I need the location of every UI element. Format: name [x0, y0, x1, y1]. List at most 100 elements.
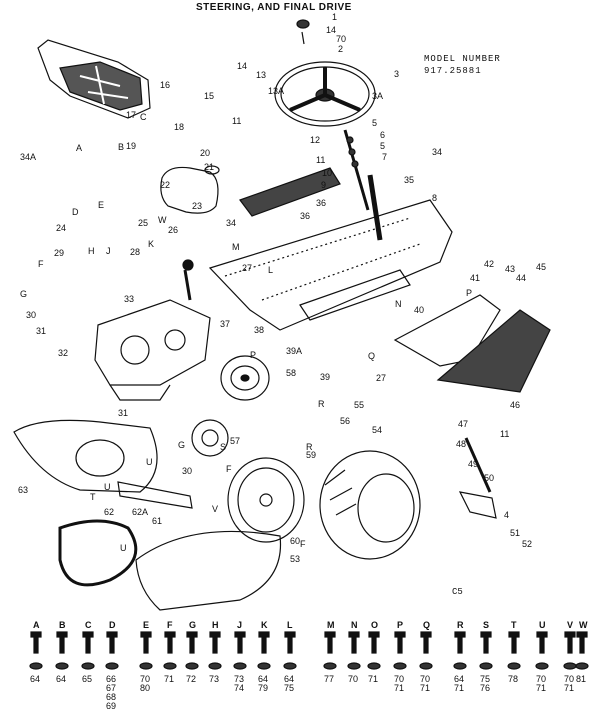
part-callout: R	[306, 442, 313, 452]
part-callout: 34	[432, 147, 442, 157]
hardware-part-number: 78	[508, 674, 518, 684]
nut-icon	[507, 662, 521, 670]
bracket-drawing	[117, 481, 193, 509]
part-callout: 63	[18, 485, 28, 495]
hardware-letter: V	[567, 620, 573, 630]
hardware-letter: T	[511, 620, 517, 630]
nut-icon	[535, 662, 549, 670]
part-callout: 22	[160, 180, 170, 190]
nut-icon	[563, 662, 577, 670]
part-callout: D	[72, 207, 79, 217]
part-callout: 11	[232, 116, 241, 126]
part-callout: 12	[310, 135, 320, 145]
hardware-part-number: 72	[186, 674, 196, 684]
part-callout: 58	[286, 368, 296, 378]
hardware-item: N70	[347, 620, 361, 684]
part-callout: 59	[306, 450, 316, 460]
hardware-item: O71	[367, 620, 381, 684]
bolt-icon	[234, 631, 246, 638]
hardware-part-number: 70	[564, 674, 574, 684]
bolt-icon	[368, 631, 380, 638]
hardware-part-number: 70	[420, 674, 430, 684]
part-callout: 17	[126, 110, 136, 120]
hardware-letter: O	[371, 620, 378, 630]
nut-icon	[105, 662, 119, 670]
part-callout: N	[395, 299, 402, 309]
part-callout: 18	[174, 122, 184, 132]
hardware-part-number: 73	[209, 674, 219, 684]
part-callout: 36	[316, 198, 326, 208]
hardware-letter: S	[483, 620, 489, 630]
part-callout: G	[20, 289, 27, 299]
part-callout: 30	[26, 310, 36, 320]
part-callout: 47	[458, 419, 468, 429]
part-callout: 25	[138, 218, 148, 228]
part-callout: P	[466, 288, 472, 298]
bolt-icon	[82, 631, 94, 638]
bolt-icon	[576, 631, 588, 638]
part-callout: U	[104, 482, 111, 492]
part-callout: 16	[160, 80, 170, 90]
frame-drawing	[208, 199, 453, 331]
hardware-item: F71	[163, 620, 177, 684]
part-callout: 45	[536, 262, 546, 272]
hardware-letter: P	[397, 620, 403, 630]
hardware-part-number: 70	[394, 674, 404, 684]
hardware-item: A 64	[29, 620, 43, 684]
drive-belt-drawing	[58, 519, 138, 587]
bolt-icon	[454, 631, 466, 638]
hardware-letter: A	[33, 620, 40, 630]
hardware-part-number: 70	[140, 674, 150, 684]
hardware-letter: M	[327, 620, 335, 630]
steering-column-drawing	[343, 129, 383, 241]
part-callout: 30	[182, 466, 192, 476]
steering-wheel-drawing	[274, 19, 376, 127]
part-callout: 54	[372, 425, 382, 435]
part-callout: E	[98, 200, 104, 210]
part-callout: F	[38, 259, 44, 269]
bolt-icon	[30, 631, 42, 638]
nut-icon	[419, 662, 433, 670]
part-callout: 33	[124, 294, 134, 304]
part-callout: 9	[321, 180, 326, 190]
hardware-part-number: 71	[454, 683, 464, 693]
bolt-icon	[164, 631, 176, 638]
part-callout: P	[250, 350, 256, 360]
part-callout: 8	[432, 193, 437, 203]
part-callout: B	[118, 142, 124, 152]
hardware-letter: L	[287, 620, 293, 630]
part-callout: F	[300, 539, 306, 549]
wheel-rim-drawing	[227, 457, 305, 543]
fuel-tank-drawing	[160, 165, 220, 214]
part-callout: F	[226, 464, 232, 474]
hardware-letter: B	[59, 620, 66, 630]
part-callout: 13A	[268, 86, 284, 96]
hardware-part-number: 71	[536, 683, 546, 693]
part-callout: 19	[126, 141, 136, 151]
part-callout: M	[232, 242, 240, 252]
part-callout: 37	[220, 319, 230, 329]
part-callout: 51	[510, 528, 520, 538]
nut-icon	[257, 662, 271, 670]
nut-icon	[283, 662, 297, 670]
hardware-part-number: 64	[30, 674, 40, 684]
part-callout: 53	[290, 554, 300, 564]
hardware-part-number: 64	[454, 674, 464, 684]
hardware-part-number: 75	[284, 683, 294, 693]
part-callout: 36	[300, 211, 310, 221]
hardware-item: C65	[81, 620, 95, 684]
part-callout: K	[148, 239, 154, 249]
part-callout: 42	[484, 259, 494, 269]
part-callout: 48	[456, 439, 466, 449]
part-callout: 46	[510, 400, 520, 410]
tie-rod-drawing	[458, 437, 497, 519]
part-callout: 70	[336, 34, 346, 44]
